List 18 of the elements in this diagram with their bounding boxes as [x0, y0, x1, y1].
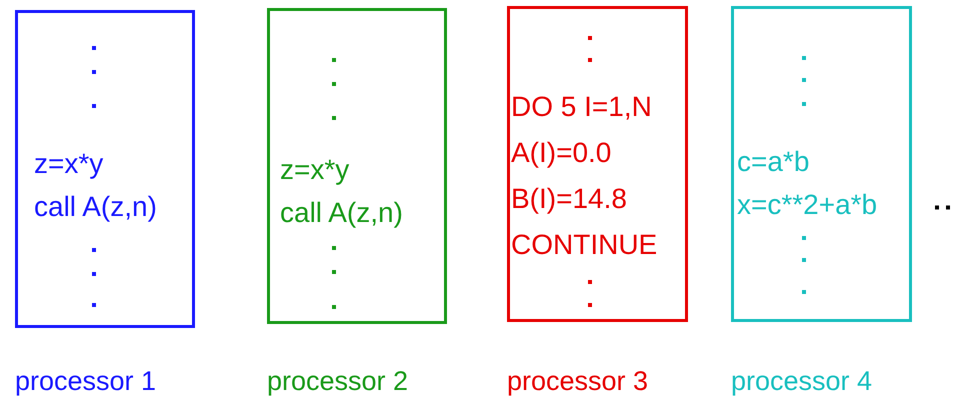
processor-caption: processor 1: [15, 366, 156, 397]
code-line: z=x*y: [280, 153, 350, 187]
code-line: B(I)=14.8: [511, 182, 628, 216]
processor-caption: processor 3: [507, 366, 648, 397]
processor-box: [731, 6, 912, 322]
processor-box: [267, 8, 447, 324]
code-line: x=c**2+a*b: [737, 188, 878, 222]
code-line: call A(z,n): [280, 196, 404, 230]
code-line: call A(z,n): [34, 190, 158, 224]
code-line: CONTINUE: [511, 228, 658, 262]
code-line: DO 5 I=1,N: [511, 90, 653, 124]
code-line: c=a*b: [737, 145, 810, 179]
processor-caption: processor 2: [267, 366, 408, 397]
code-line: z=x*y: [34, 147, 104, 181]
processor-caption: processor 4: [731, 366, 872, 397]
code-line: A(I)=0.0: [511, 136, 612, 170]
processor-box: [507, 6, 688, 322]
processor-box: [15, 10, 195, 328]
